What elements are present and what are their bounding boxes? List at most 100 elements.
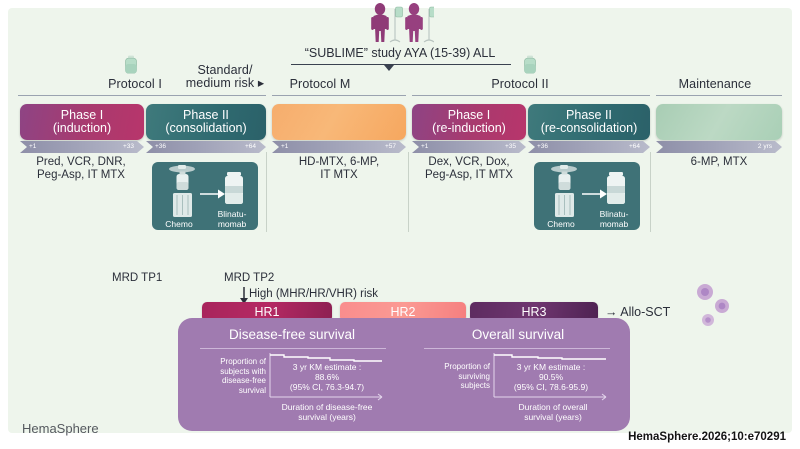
dfs-title: Disease-free survival <box>228 327 356 342</box>
os-xlabel-line: Duration of overall <box>518 402 588 412</box>
chemo-blina-graphic-2 <box>551 165 625 217</box>
timeline-start-1: +1 <box>29 142 37 150</box>
phase-bar-phase-1-induction[interactable]: Phase I (induction) <box>20 104 144 140</box>
study-bracket-arrow <box>384 65 394 71</box>
column-divider-3 <box>650 152 651 232</box>
os-km-curve <box>493 353 607 401</box>
timeline-ribbon-protocol-m: +1 +57 <box>272 141 406 153</box>
hr-block-hr1[interactable]: HR1 <box>202 302 332 322</box>
timeline-start-5: +36 <box>537 142 549 150</box>
blinatumomab-label-2: Blinatu- momab <box>591 209 637 229</box>
os-ylabel-line: Proportion of <box>444 362 490 371</box>
column-divider-1 <box>266 152 267 232</box>
blina-line2: momab <box>217 218 247 229</box>
drug-line: 6-MP, MTX <box>690 156 748 168</box>
timeline-start-4: +1 <box>421 142 429 150</box>
drug-vial-icon-2 <box>524 55 536 74</box>
os-estimate-label: 3 yr KM estimate : <box>516 362 586 372</box>
phase-bar-protocol-m[interactable] <box>272 104 406 140</box>
survival-panel: Disease-free survival Proportion of subj… <box>178 318 630 431</box>
drug-list-maintenance: 6-MP, MTX <box>656 156 782 169</box>
protocol-label-protocol-2: Protocol II <box>491 77 549 91</box>
phase-bar-maintenance[interactable] <box>656 104 782 140</box>
dfs-xlabel-line: survival (years) <box>298 412 356 422</box>
chemo-blinatumomab-box-1[interactable]: Chemo Blinatu- momab <box>152 162 258 230</box>
drug-list-protocol-m: HD-MTX, 6-MP, IT MTX <box>272 156 406 182</box>
timeline-ribbon-phase-1-induction: +1 +33 <box>20 141 144 153</box>
standard-risk-line1: Standard/ <box>197 63 253 77</box>
timeline-end-2: +64 <box>244 142 256 150</box>
high-risk-note: High (MHR/HR/VHR) risk <box>249 288 379 300</box>
allo-sct-label: → Allo-SCT <box>605 305 671 319</box>
phase-1-re-induction-line2: (re-induction) <box>432 121 506 135</box>
os-y-axis-label: Proportion of surviving subjects <box>416 362 490 391</box>
header-rule-4 <box>656 95 782 96</box>
down-arrow-icon <box>240 287 248 304</box>
dfs-estimate-label: 3 yr KM estimate : <box>292 362 362 372</box>
header-rule-3 <box>412 95 650 96</box>
dfs-ylabel-line: subjects with <box>220 366 266 376</box>
os-ylabel-line: surviving <box>458 371 490 381</box>
dfs-ylabel-line: survival <box>238 385 266 395</box>
dfs-xlabel-line: Duration of disease-free <box>281 402 373 412</box>
drug-line: HD-MTX, 6-MP, <box>298 156 380 168</box>
blina-line1: Blinatu- <box>217 209 247 219</box>
drug-line: Pred, VCR, DNR, <box>36 156 126 168</box>
phase-bar-phase-2-re-consolidation[interactable]: Phase II (re-consolidation) <box>528 104 650 140</box>
drug-line: Dex, VCR, Dox, <box>428 156 510 168</box>
drug-line: Peg-Asp, IT MTX <box>37 169 125 181</box>
timeline-ribbon-phase-2-re-consolidation: +36 +64 <box>528 141 650 153</box>
dfs-estimate-value: 88.6% <box>314 372 340 382</box>
dfs-y-axis-label: Proportion of subjects with disease-free… <box>192 357 266 395</box>
mrd-tp1-label: MRD TP1 <box>112 272 163 284</box>
study-bracket-line <box>291 64 511 66</box>
blina-line2: momab <box>599 218 629 229</box>
phase-2-re-consolidation-line2: (re-consolidation) <box>540 121 638 135</box>
dfs-ci: (95% CI, 76.3-94.7) <box>289 382 365 392</box>
phase-bar-phase-1-re-induction[interactable]: Phase I (re-induction) <box>412 104 526 140</box>
mrd-tp2-label: MRD TP2 <box>224 272 275 284</box>
drug-line: IT MTX <box>320 169 358 181</box>
dfs-km-estimate: 3 yr KM estimate : 88.6% (95% CI, 76.3-9… <box>270 362 384 392</box>
phase-2-consolidation-line2: (consolidation) <box>165 121 247 135</box>
phase-bar-phase-2-consolidation[interactable]: Phase II (consolidation) <box>146 104 266 140</box>
os-estimate-value: 90.5% <box>538 372 564 382</box>
timeline-ribbon-phase-1-re-induction: +1 +35 <box>412 141 526 153</box>
study-title: “SUBLIME” study AYA (15-39) ALL <box>304 46 496 60</box>
timeline-ribbon-phase-2-consolidation: +36 +64 <box>146 141 266 153</box>
timeline-end-6: 2 yrs <box>757 142 772 150</box>
drug-line: Peg-Asp, IT MTX <box>425 169 513 181</box>
hr-block-hr2[interactable]: HR2 <box>340 302 466 322</box>
patients-iv-icon <box>371 3 434 43</box>
os-title-rule <box>424 348 610 349</box>
phase-2-consolidation-line1: Phase II <box>183 107 229 122</box>
blinatumomab-label-1: Blinatu- momab <box>209 209 255 229</box>
chemo-blinatumomab-box-2[interactable]: Chemo Blinatu- momab <box>534 162 640 230</box>
chemo-label-1: Chemo <box>165 218 193 229</box>
os-ci: (95% CI, 78.6-95.9) <box>513 382 589 392</box>
os-x-axis-label: Duration of overall survival (years) <box>488 402 618 422</box>
standard-risk-line2: medium risk ▸ <box>185 76 265 90</box>
timeline-end-3: +57 <box>384 142 396 150</box>
phase-1-induction-line1: Phase I <box>60 107 104 122</box>
phase-1-re-induction-line1: Phase I <box>447 107 491 122</box>
timeline-end-5: +64 <box>628 142 640 150</box>
hr-block-hr3[interactable]: HR3 <box>470 302 598 322</box>
os-xlabel-line: survival (years) <box>524 412 582 422</box>
drug-list-phase-1-re-induction: Dex, VCR, Dox, Peg-Asp, IT MTX <box>410 156 528 182</box>
journal-brand: HemaSphere <box>22 421 99 436</box>
header-rule-1 <box>18 95 266 96</box>
protocol-label-protocol-1: Protocol I <box>108 77 162 91</box>
timeline-start-2: +36 <box>155 142 167 150</box>
dfs-title-rule <box>200 348 386 349</box>
blood-cells-icon <box>697 284 729 326</box>
dfs-x-axis-label: Duration of disease-free survival (years… <box>262 402 392 422</box>
timeline-end-1: +33 <box>122 142 134 150</box>
column-divider-2 <box>408 152 409 232</box>
dfs-km-curve <box>269 353 383 401</box>
protocol-label-protocol-m: Protocol M <box>289 77 351 91</box>
dfs-ylabel-line: disease-free <box>221 376 266 385</box>
timeline-start-3: +1 <box>281 142 289 150</box>
chemo-label-2: Chemo <box>547 218 575 229</box>
